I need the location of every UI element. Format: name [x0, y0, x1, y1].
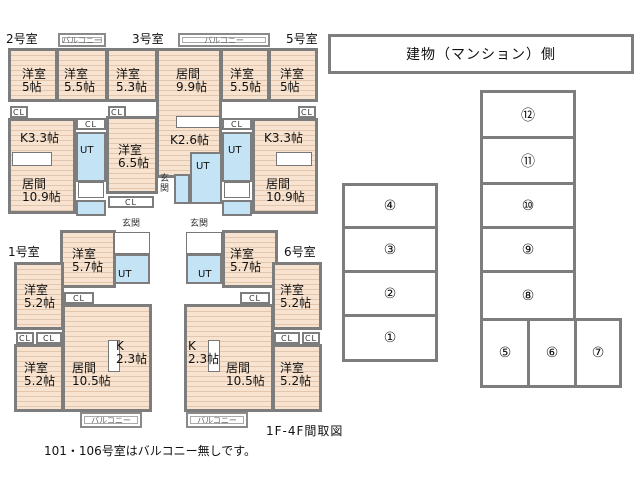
unit-1-utility-label: UT: [118, 269, 132, 280]
unit-1-closet-3: CL: [36, 332, 62, 344]
unit-3-western-room-1-label: 洋室 5.3帖: [116, 67, 148, 94]
balcony-unit-3: バルコニー: [178, 33, 270, 47]
unit-1-western-room-2: [14, 344, 64, 412]
building-side-label: 建物（マンション）側: [328, 34, 634, 74]
unit-1-western-room-3-label: 洋室 5.7帖: [72, 247, 104, 274]
unit-3-western-room-2-label: 洋室 6.5帖: [118, 143, 150, 170]
unit-3-living-label: 居間 9.9帖: [176, 67, 208, 94]
unit-5-entrance-label: 玄関: [190, 219, 209, 229]
unit-1-living: [62, 304, 152, 412]
unit-3-utility-label: UT: [196, 161, 210, 172]
unit-1-western-room-3: [60, 230, 116, 288]
unit-5-western-room-2-label: 洋室 5帖: [280, 67, 305, 94]
parking-spot-1: ①: [342, 314, 438, 362]
unit-2-kitchen-counter: [12, 152, 52, 166]
unit-5-living: [252, 118, 318, 214]
unit-6-western-room-2: [272, 344, 322, 412]
unit-1-western-room-1: [14, 262, 64, 330]
unit-2-living-label: 居間 10.9帖: [22, 177, 61, 204]
unit-3-closet-2: CL: [108, 196, 154, 208]
parking-spot-11: ⑪: [480, 136, 576, 185]
unit-5-utility: [222, 132, 252, 182]
unit-2-title: 2号室: [6, 32, 38, 46]
unit-5-western-room-2: [268, 48, 318, 102]
parking-spot-5: ⑤: [480, 318, 530, 388]
unit-3-western-room-2: [106, 116, 158, 194]
balcony-unit-2: バルコニー: [58, 33, 106, 47]
unit-5-toilet: [222, 200, 252, 216]
unit-5-utility-label: UT: [228, 145, 242, 156]
parking-spot-4: ④: [342, 183, 438, 229]
unit-6-western-room-1-label: 洋室 5.2帖: [280, 283, 312, 310]
unit-5-kitchen-label: K3.3帖: [264, 131, 303, 145]
parking-spot-9: ⑨: [480, 226, 576, 273]
unit-2-kitchen-label: K3.3帖: [20, 131, 59, 145]
unit-1-kitchen-counter: [108, 340, 120, 372]
unit-3-utility: [190, 152, 222, 204]
unit-2-utility-label: UT: [80, 145, 94, 156]
balcony-unit-6: バルコニー: [186, 412, 248, 428]
unit-2-hall-closet: CL: [76, 118, 106, 130]
unit-6-kitchen-label: K 2.3帖: [188, 339, 220, 366]
floor-plan-title: 1F-4F間取図: [266, 424, 344, 438]
parking-spot-2: ②: [342, 270, 438, 317]
unit-2-western-room-2: [56, 48, 108, 102]
unit-1-western-room-2-label: 洋室 5.2帖: [24, 361, 56, 388]
unit-5-bath: [224, 182, 250, 198]
unit-3-toilet: [174, 174, 190, 204]
unit-1-kitchen-label: K 2.3帖: [116, 339, 148, 366]
unit-2-western-room-2-label: 洋室 5.5帖: [64, 67, 96, 94]
unit-1-title: 1号室: [8, 245, 40, 259]
unit-3-title: 3号室: [132, 32, 164, 46]
unit-2-utility: [76, 132, 106, 182]
unit-2-entrance-label: 玄関: [122, 219, 141, 229]
unit-6-western-room-3: [222, 230, 278, 288]
unit-6-western-room-1: [272, 262, 322, 330]
unit-2-living: [8, 118, 76, 214]
parking-spot-10: ⑩: [480, 182, 576, 229]
unit-1-living-label: 居間 10.5帖: [72, 361, 111, 388]
unit-6-closet-2: CL: [274, 332, 300, 344]
parking-spot-6: ⑥: [527, 318, 577, 388]
parking-spot-7: ⑦: [574, 318, 622, 388]
unit-6-closet-1: CL: [240, 292, 270, 304]
unit-6-utility: [186, 254, 222, 284]
unit-1-bath: [114, 232, 150, 254]
unit-5-closet: CL: [298, 106, 316, 118]
unit-3-kitchen-counter: [176, 116, 220, 128]
unit-3-kitchen-label: K2.6帖: [170, 133, 209, 147]
unit-5-western-room-1: [220, 48, 270, 102]
balcony-unit-1: バルコニー: [80, 412, 142, 428]
unit-5-hall-closet: CL: [222, 118, 252, 130]
unit-5-living-label: 居間 10.9帖: [266, 177, 305, 204]
unit-6-closet-3: CL: [302, 332, 320, 344]
unit-1-western-room-1-label: 洋室 5.2帖: [24, 283, 56, 310]
unit-2-toilet: [76, 200, 106, 216]
unit-3-western-room-1: [106, 48, 158, 102]
unit-1-closet-2: CL: [16, 332, 34, 344]
unit-6-kitchen-counter: [208, 340, 220, 372]
unit-6-living: [184, 304, 274, 412]
unit-6-western-room-2-label: 洋室 5.2帖: [280, 361, 312, 388]
unit-6-living-label: 居間 10.5帖: [226, 361, 265, 388]
unit-6-bath: [186, 232, 222, 254]
parking-spot-3: ③: [342, 226, 438, 273]
unit-1-closet-1: CL: [64, 292, 94, 304]
unit-6-western-room-3-label: 洋室 5.7帖: [230, 247, 262, 274]
unit-5-title: 5号室: [286, 32, 318, 46]
unit-2-western-room-1-label: 洋室 5帖: [22, 67, 47, 94]
parking-spot-8: ⑧: [480, 270, 576, 321]
unit-2-bath: [78, 182, 104, 198]
balcony-note: 101・106号室はバルコニー無しです。: [44, 444, 257, 458]
unit-6-utility-label: UT: [198, 269, 212, 280]
unit-3-entrance-label: 玄関: [160, 174, 170, 194]
unit-1-utility: [114, 254, 150, 284]
unit-5-western-room-1-label: 洋室 5.5帖: [230, 67, 262, 94]
unit-5-kitchen-counter: [276, 152, 312, 166]
unit-6-title: 6号室: [284, 245, 316, 259]
unit-2-closet: CL: [10, 106, 28, 118]
parking-spot-12: ⑫: [480, 90, 576, 139]
